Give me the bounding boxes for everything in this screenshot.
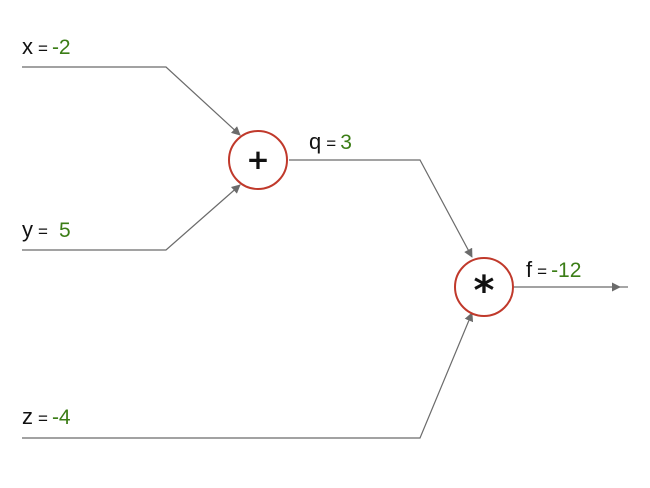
edge-z-to-mul (22, 312, 474, 439)
x-label: x =-2 (22, 34, 71, 59)
z-value: -4 (52, 406, 71, 429)
x-equals: = (38, 39, 48, 58)
add-node: + (228, 130, 288, 190)
y-name: y (22, 217, 33, 242)
q-equals: = (326, 134, 336, 153)
z-label: z =-4 (22, 404, 71, 429)
q-label: q =3 (309, 129, 352, 154)
edge-x-to-add (22, 66, 241, 136)
mul-node-circle (454, 257, 514, 317)
y-equals: = (38, 222, 48, 241)
multiply-symbol: * (474, 268, 495, 314)
y-label: y = 5 (22, 217, 71, 242)
f-value: -12 (551, 259, 581, 282)
f-equals: = (537, 262, 547, 281)
q-value: 3 (340, 131, 352, 154)
f-label: f=-12 (526, 257, 581, 282)
add-node-circle (228, 130, 288, 190)
z-name: z (22, 404, 33, 429)
x-name: x (22, 34, 33, 59)
edge-y-to-add (22, 184, 241, 251)
f-name: f (526, 257, 533, 282)
z-equals: = (38, 409, 48, 428)
q-name: q (309, 129, 321, 154)
y-value: 5 (59, 219, 71, 242)
x-value: -2 (52, 36, 71, 59)
mul-node: * (454, 257, 514, 317)
plus-symbol: + (246, 143, 269, 176)
edge-add-to-mul (289, 159, 473, 258)
